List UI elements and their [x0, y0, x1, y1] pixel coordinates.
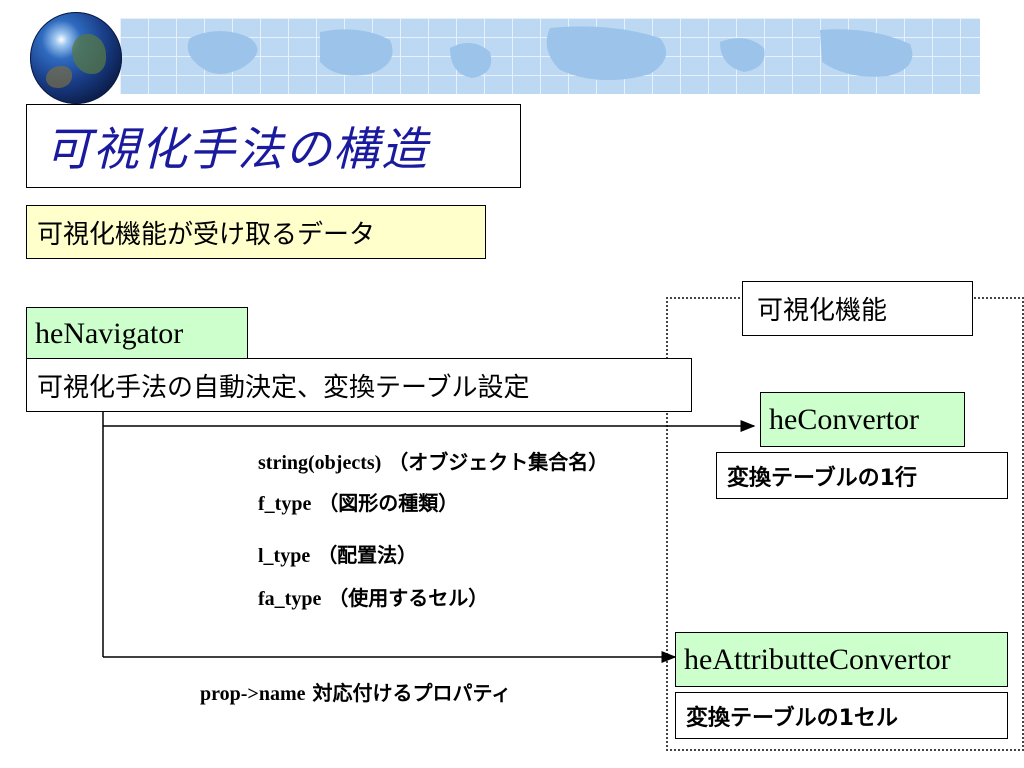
parameter-item: fa_type （使用するセル）: [258, 582, 488, 611]
parameter-meaning: （オブジェクト集合名）: [388, 450, 609, 474]
parameter-name: f_type: [258, 493, 312, 515]
prop-parameter-name: prop->name: [200, 683, 306, 705]
convertor-description-box: 変換テーブルの1行: [716, 452, 1008, 499]
slide-title: 可視化手法の構造: [45, 122, 429, 176]
world-map-banner: [120, 18, 980, 94]
parameter-meaning: （使用するセル）: [328, 586, 489, 610]
navigator-box: heNavigator: [26, 307, 248, 360]
prop-parameter-meaning: 対応付けるプロパティ: [312, 681, 512, 705]
parameter-name: string(objects): [258, 452, 382, 474]
slide-subtitle: 可視化機能が受け取るデータ: [26, 205, 486, 259]
prop-parameter-item: prop->name 対応付けるプロパティ: [200, 677, 511, 706]
attribute-convertor-description-box: 変換テーブルの1セル: [675, 692, 1008, 739]
parameter-item: l_type （配置法）: [258, 539, 417, 568]
world-map-graphic: [187, 26, 913, 81]
visualization-function-label: 可視化機能: [742, 281, 973, 336]
parameter-name: l_type: [258, 545, 311, 567]
parameter-meaning: （配置法）: [317, 543, 418, 567]
parameter-meaning: （図形の種類）: [318, 491, 459, 515]
convertor-box: heConvertor: [760, 392, 965, 447]
navigator-role-box: 可視化手法の自動決定、変換テーブル設定: [26, 358, 692, 412]
globe-icon: [30, 12, 122, 104]
attribute-convertor-box: heAttributteConvertor: [675, 632, 1008, 687]
parameter-item: f_type （図形の種類）: [258, 487, 458, 516]
slide-title-box: 可視化手法の構造: [26, 104, 521, 188]
parameter-name: fa_type: [258, 588, 322, 610]
parameter-item: string(objects) （オブジェクト集合名）: [258, 446, 608, 475]
